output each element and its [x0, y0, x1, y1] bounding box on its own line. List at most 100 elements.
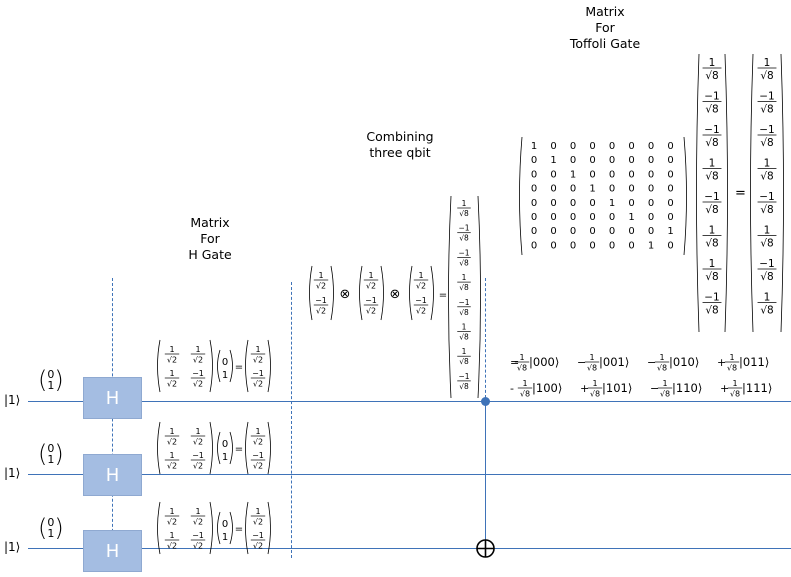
h-equation-group: 1√21√21√2−1√201=1√2−1√21√21√21√2−1√201=1…	[157, 339, 271, 555]
tout-group-entry-5-denominator: √8	[760, 204, 773, 216]
combined-entry-5-numerator: −1	[458, 298, 469, 307]
toffoli-cell-r7-c8: 1	[667, 226, 673, 237]
toffoli-cell-r8-c2: 0	[550, 240, 556, 251]
combined-entry-1-numerator: 1	[462, 199, 467, 208]
vec-top: 0	[47, 368, 55, 381]
h-gate-caption: Matrix For H Gate	[160, 215, 260, 263]
h-m22-numerator: −1	[192, 451, 204, 460]
tout-group-entry-6-numerator: 1	[764, 225, 771, 237]
left-paren	[696, 53, 700, 333]
toffoli-cell-r1-c8: 0	[667, 141, 673, 152]
ket-coefficient-denominator: √8	[520, 390, 530, 399]
tensor-combination: 1√2−1√2⊗1√2−1√2⊗1√2−1√2=	[309, 265, 447, 321]
equals: =	[235, 362, 243, 373]
toffoli-cell-r5-c8: 0	[667, 198, 673, 209]
right-paren	[330, 265, 334, 321]
right-paren	[267, 501, 271, 555]
tensor-vec-2-top-numerator: 1	[368, 271, 373, 280]
left-paren	[245, 339, 249, 393]
tin-group-entry-4-numerator: 1	[709, 158, 716, 170]
tensor-vec-2-bottom-denominator: √2	[366, 307, 376, 316]
tensor-vec-3-top-numerator: 1	[418, 271, 423, 280]
right-paren	[430, 265, 434, 321]
h-m12-numerator: 1	[195, 507, 200, 516]
toffoli-cell-r5-c2: 0	[550, 198, 556, 209]
toffoli-cell-r2-c8: 0	[667, 155, 673, 166]
ket-sign: −	[577, 356, 586, 369]
ket-basis-state: |010⟩	[669, 355, 699, 369]
separator-dashed-2	[291, 282, 292, 558]
tout-group-entry-1-denominator: √8	[760, 70, 773, 82]
h-m11-denominator: √2	[167, 438, 177, 447]
toffoli-cell-r5-c3: 0	[570, 198, 576, 209]
ket-coefficient-numerator: 1	[732, 379, 737, 388]
h-gate-1[interactable]: H	[83, 377, 142, 419]
tin-group-entry-8-denominator: √8	[705, 305, 718, 317]
toffoli-cell-r4-c8: 0	[667, 184, 673, 195]
h-matrix-equations: 1√21√21√2−1√201=1√2−1√21√21√21√2−1√201=1…	[157, 339, 271, 555]
vec-bottom: 1	[47, 527, 55, 540]
combined-entry-4-numerator: 1	[462, 273, 467, 282]
h-out-bottom-numerator: −1	[252, 531, 264, 540]
left-paren	[157, 421, 161, 475]
combined-entry-8-numerator: −1	[458, 372, 469, 381]
control-dot[interactable]	[481, 397, 490, 406]
h-m22-numerator: −1	[192, 531, 204, 540]
ket-sign: =	[510, 356, 519, 369]
combined-entry-6-numerator: 1	[462, 323, 467, 332]
tensor-vec-1-bottom-denominator: √2	[316, 307, 326, 316]
tensor-symbol: ⊗	[390, 287, 401, 302]
h-gate-caption-line: Matrix	[190, 215, 230, 230]
h-gate-2[interactable]: H	[83, 454, 142, 496]
combine-caption-line: Combining	[366, 129, 434, 144]
ket-coefficient-denominator: √8	[657, 364, 667, 373]
h-m21-denominator: √2	[167, 542, 177, 551]
tin-group-entry-2-denominator: √8	[705, 104, 718, 116]
toffoli-cell-r6-c8: 0	[667, 212, 673, 223]
ket-basis-state: |011⟩	[739, 355, 769, 369]
combine-caption-line: three qbit	[369, 145, 431, 160]
toffoli-cell-r7-c6: 0	[628, 226, 634, 237]
tout-group-entry-2-denominator: √8	[760, 104, 773, 116]
right-paren	[229, 511, 233, 545]
ket-basis-state: |111⟩	[742, 381, 772, 395]
qubit-wire-3	[28, 548, 791, 549]
h-out-top-denominator: √2	[253, 438, 263, 447]
tensor-vec-3-top-denominator: √2	[416, 282, 426, 291]
toffoli-cell-r1-c2: 0	[550, 141, 556, 152]
toffoli-caption: Matrix For Toffoli Gate	[555, 4, 655, 52]
ket-group: =1√8|000⟩−1√8|001⟩−1√8|010⟩+1√8|011⟩-1√8…	[510, 353, 772, 399]
right-paren	[267, 421, 271, 475]
h-gate-3[interactable]: H	[83, 530, 142, 572]
h-equation-1: 1√21√21√2−1√201=1√2−1√2	[157, 339, 271, 393]
toffoli-caption-line: For	[595, 20, 615, 35]
toffoli-cell-r1-c4: 0	[589, 141, 595, 152]
toffoli-cell-r4-c1: 0	[531, 184, 537, 195]
vec-top: 0	[47, 442, 55, 455]
left-paren	[245, 421, 249, 475]
toffoli-cell-r8-c7: 1	[648, 240, 654, 251]
toffoli-cell-r5-c5: 1	[609, 198, 615, 209]
toffoli-cell-r6-c2: 0	[550, 212, 556, 223]
ket-coefficient-numerator: 1	[662, 379, 667, 388]
h-out-top-denominator: √2	[253, 518, 263, 527]
h-m11-numerator: 1	[169, 507, 174, 516]
toffoli-cell-r1-c7: 0	[648, 141, 654, 152]
target-xor-icon[interactable]	[475, 538, 496, 559]
tensor-vec-2-top-denominator: √2	[366, 282, 376, 291]
ket-vec-top: 0	[222, 439, 228, 450]
control-line	[485, 402, 486, 548]
toffoli-cell-r7-c2: 0	[550, 226, 556, 237]
h-m12-denominator: √2	[193, 438, 203, 447]
ket-sign: −	[647, 356, 656, 369]
ket-basis-state: |100⟩	[532, 381, 562, 395]
h-m11-denominator: √2	[167, 518, 177, 527]
toffoli-cell-r8-c3: 0	[570, 240, 576, 251]
toffoli-cell-r8-c1: 0	[531, 240, 537, 251]
toffoli-cell-r8-c6: 0	[628, 240, 634, 251]
ket-coefficient-denominator: √8	[517, 364, 527, 373]
toffoli-cell-r3-c2: 0	[550, 169, 556, 180]
